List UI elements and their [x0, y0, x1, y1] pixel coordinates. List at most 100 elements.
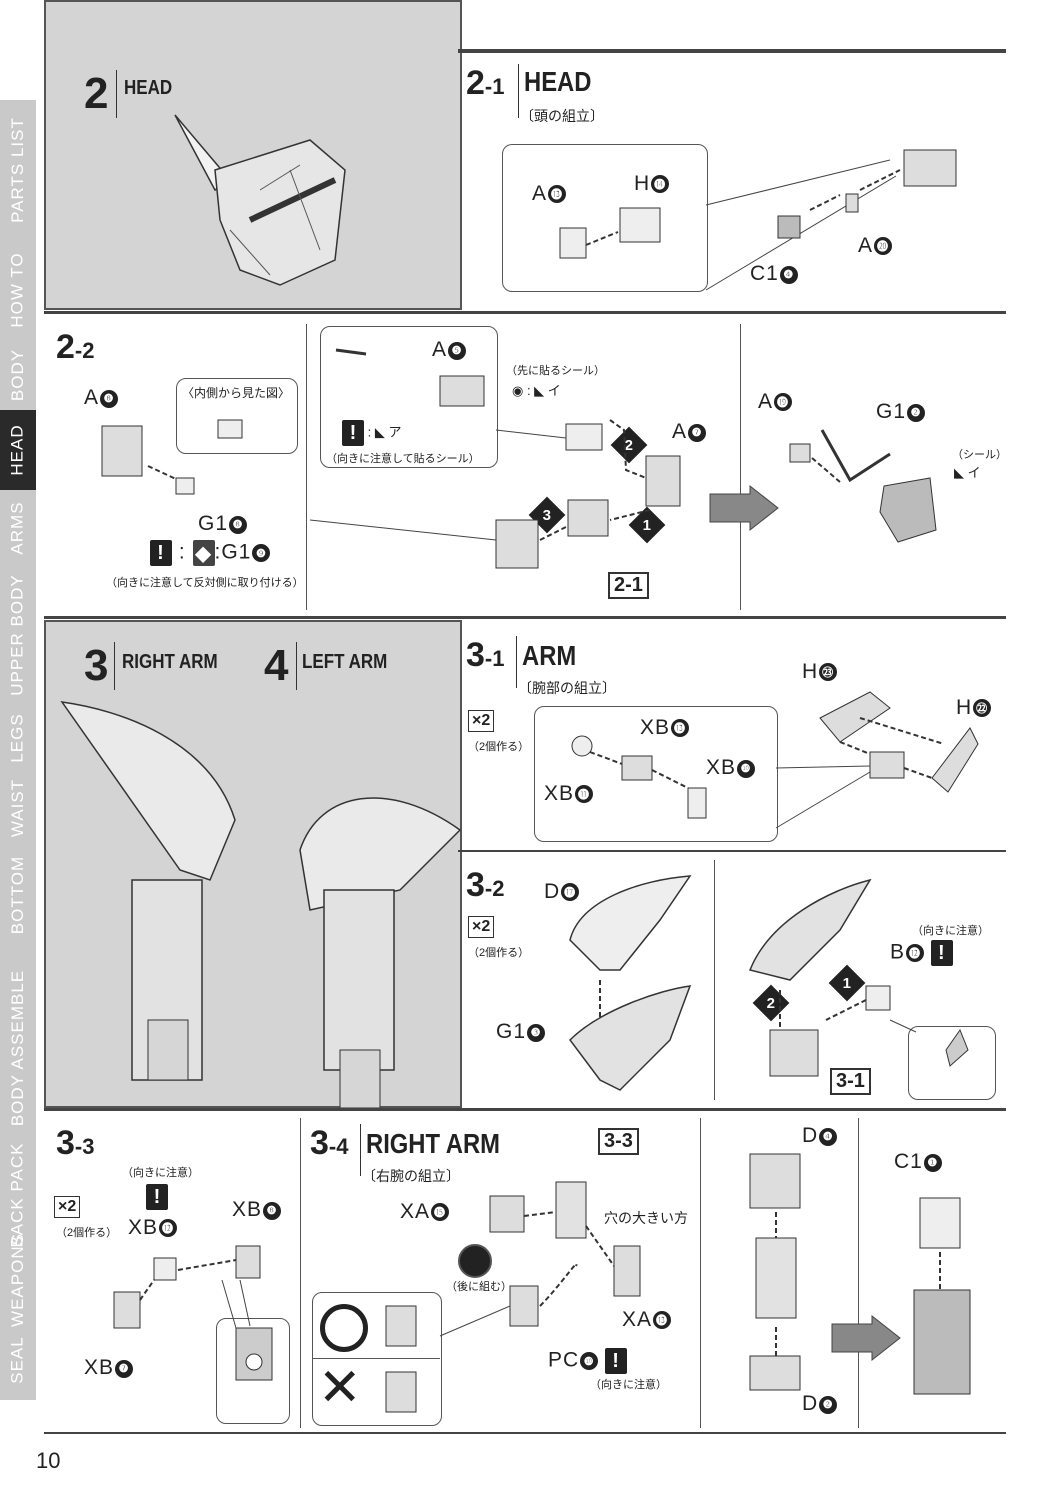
next-arrow-icon: [709, 484, 779, 532]
section-rule: [458, 49, 1006, 53]
detail-box: [534, 706, 778, 842]
inside-view-label: 〈内側から見た図〉: [182, 386, 291, 400]
row-rule: [44, 1108, 1006, 1111]
caution-icon: !: [930, 940, 953, 966]
right-wrong-box: [312, 1292, 442, 1426]
step-3-1-diagram: [571, 691, 979, 829]
sidebar-tab-bottom[interactable]: BOTTOM: [8, 855, 28, 935]
step-number: 3-1: [466, 636, 505, 674]
section-number-4: 4: [264, 641, 289, 690]
divider: [116, 70, 117, 118]
step-subtitle-jp: 〔腕部の組立〕: [518, 680, 616, 696]
sidebar-tab-parts-list[interactable]: PARTS LIST: [8, 117, 28, 223]
bottom-rule: [44, 1432, 1006, 1434]
caution-icon: !: [605, 1348, 628, 1374]
step-3-3-diagram: [113, 1245, 273, 1381]
flip-icon: ◆: [192, 540, 215, 566]
inside-view-box: [176, 378, 298, 454]
sidebar-tab-arms[interactable]: ARMS: [8, 500, 27, 555]
ref-step-2-1: 2-1: [608, 572, 649, 599]
sidebar-tab-how-to[interactable]: HOW TO: [8, 252, 28, 328]
step-3-2-left-diagram: [569, 875, 692, 1091]
column-divider: [300, 1118, 301, 1428]
sidebar-tab-weapons[interactable]: WEAPONS: [8, 1233, 27, 1327]
section-number: 2: [84, 69, 109, 118]
section-sidebar: SEAL WEAPONS BACK PACK BODY ASSEMBLE BOT…: [0, 100, 36, 1400]
caution-label: （向きに注意）: [122, 1167, 199, 1179]
quantity-note: （2個作る）: [468, 947, 530, 959]
caution-icon: !: [342, 420, 364, 446]
correct-icon: [320, 1304, 368, 1352]
big-hole-label: 穴の大きい方: [604, 1210, 688, 1226]
sidebar-tab-legs[interactable]: LEGS: [8, 712, 28, 763]
divider: [312, 1358, 440, 1359]
row-rule: [44, 311, 1006, 314]
sidebar-tab-body[interactable]: BODY: [8, 348, 27, 402]
section-title-right-arm: RIGHT ARM: [122, 651, 218, 673]
head-assembled-diagram: [789, 429, 937, 543]
arms-illustration: [60, 701, 462, 1109]
sidebar-tab-back-pack[interactable]: BACK PACK: [8, 1142, 27, 1248]
later-label: （後に組む）: [446, 1281, 512, 1293]
next-arrow-icon: [831, 1314, 901, 1362]
row-rule: [458, 850, 1006, 852]
seal-a-indicator: ! : ◣ ア: [342, 420, 401, 446]
sidebar-tab-body-assemble[interactable]: BODY ASSEMBLE: [8, 969, 27, 1126]
detail-box: [502, 144, 708, 292]
wrong-icon: ✕: [318, 1359, 362, 1417]
divider: [516, 636, 517, 688]
quantity-note: （2個作る）: [468, 741, 530, 753]
divider: [114, 642, 115, 690]
column-divider: [740, 324, 741, 610]
sidebar-tab-upper-body[interactable]: UPPER BODY: [8, 574, 28, 696]
sidebar-tab-seal[interactable]: SEAL: [8, 1336, 28, 1384]
quantity-badge: ×2: [468, 916, 495, 938]
step-3-4-forearm-diagram: [749, 1153, 801, 1391]
apply-later-icon: [458, 1244, 492, 1278]
step-subtitle-jp: 〔右腕の組立〕: [362, 1168, 460, 1184]
step-number: 2-1: [466, 64, 505, 102]
seal-first-label: （先に貼るシール）: [506, 365, 605, 377]
caution-label: （向きに注意）: [912, 925, 989, 937]
step-2-2-a8-diagram: [101, 419, 243, 495]
quantity-badge: ×2: [54, 1196, 81, 1218]
step-title: RIGHT ARM: [366, 1128, 500, 1159]
caution-label: （向きに注意）: [590, 1379, 667, 1391]
caution-icon: !: [150, 540, 172, 566]
seal-label: （シール）: [952, 449, 1007, 461]
divider: [360, 1124, 361, 1176]
step-number: 3-3: [56, 1124, 95, 1162]
seal-i2-indicator: ◣ イ: [954, 465, 981, 480]
column-divider: [306, 324, 307, 610]
sidebar-tab-head[interactable]: HEAD: [0, 410, 36, 490]
section-title-left-arm: LEFT ARM: [302, 651, 388, 673]
section-number-3: 3: [84, 641, 109, 690]
divider: [518, 64, 519, 118]
step-number: 3-4: [310, 1124, 349, 1162]
page-number: 10: [36, 1448, 61, 1473]
quantity-badge: ×2: [468, 710, 495, 732]
step-2-2-assembly-diagram: [309, 348, 681, 569]
step-number: 2-2: [56, 328, 95, 366]
sidebar-tab-waist[interactable]: WAIST: [8, 778, 28, 837]
row-rule: [44, 616, 1006, 619]
step-number: 3-2: [466, 866, 505, 904]
